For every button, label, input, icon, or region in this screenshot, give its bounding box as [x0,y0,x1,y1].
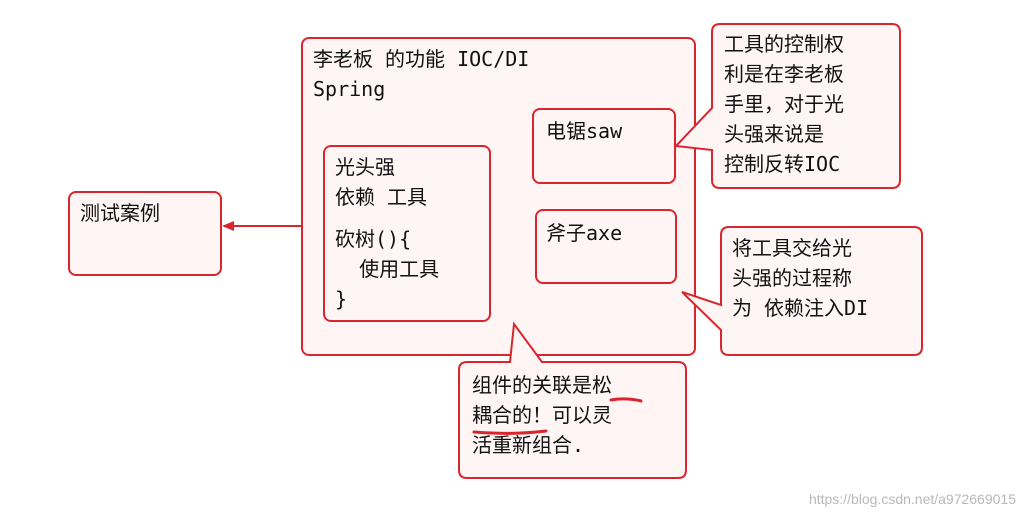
worker-method-close: } [335,287,348,311]
worker-name: 光头强 [335,155,395,179]
callout-coupling-line-1: 组件的关联是松 [472,373,612,397]
callout-coupling-line-2: 耦合的！可以灵 [472,403,612,427]
callout-control-line-1: 工具的控制权 [724,32,844,56]
axe-label: 斧子axe [546,221,623,245]
callout-coupling-line-3: 活重新组合. [472,433,585,457]
test-case-box [68,191,222,276]
main-container-title: 李老板 的功能 IOC/DI [313,47,530,71]
callout-control-line-3: 手里，对于光 [724,92,844,116]
underline-ouhe [472,429,548,435]
main-container-subtitle: Spring [313,77,386,101]
worker-method-body: 使用工具 [335,257,440,281]
callout-control-line-2: 利是在李老板 [724,62,844,86]
saw-label: 电锯saw [546,119,623,143]
worker-method-open: 砍树(){ [335,227,412,251]
underline-song [609,397,643,403]
callout-control-line-5: 控制反转IOC [724,152,841,176]
callout-control-line-4: 头强来说是 [724,122,824,146]
worker-box [323,145,491,322]
worker-dependency: 依赖 工具 [335,185,428,209]
callout-inject-line-1: 将工具交给光 [732,236,852,260]
test-case-label: 测试案例 [80,201,160,225]
axe-box [535,209,677,284]
callout-inject-line-2: 头强的过程称 [732,266,852,290]
callout-inject-line-3: 为 依赖注入DI [732,296,869,320]
saw-box [532,108,676,184]
watermark-text: https://blog.csdn.net/a972669015 [808,491,1016,507]
